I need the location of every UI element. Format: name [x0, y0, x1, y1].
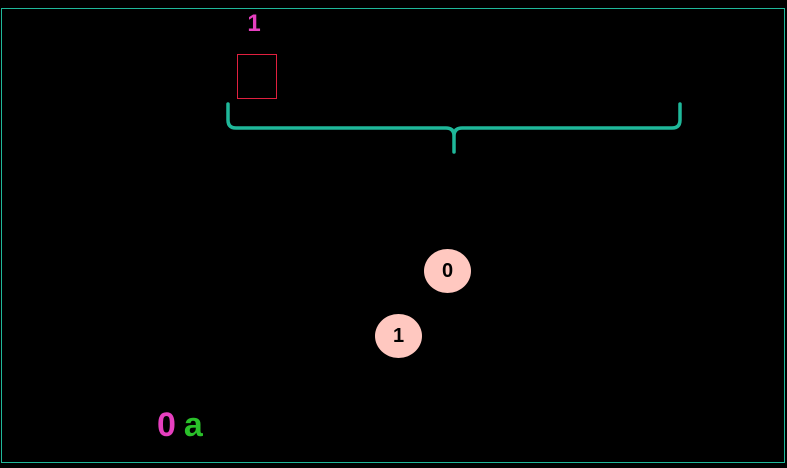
token-0[interactable]: 0 [424, 249, 471, 293]
curly-brace-path [226, 102, 682, 154]
curly-brace [226, 102, 682, 154]
token-1[interactable]: 1 [375, 314, 422, 358]
slot-index-label: 1 [247, 10, 261, 37]
status-number: 0 [157, 406, 176, 444]
stage-frame [1, 8, 785, 463]
slot-box[interactable] [237, 54, 277, 99]
status-letter: a [183, 406, 203, 444]
